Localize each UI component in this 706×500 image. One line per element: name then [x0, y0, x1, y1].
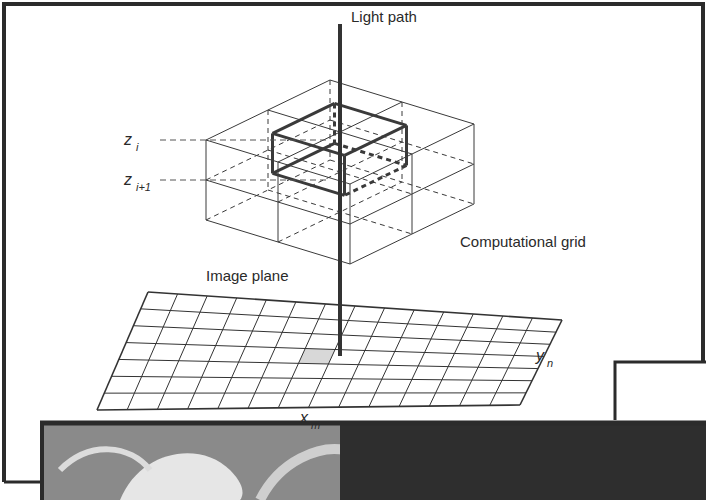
plane-grid-line: [248, 302, 296, 408]
photo-border: [40, 423, 44, 500]
grid-line: [268, 110, 269, 190]
axis-subscript: n: [547, 358, 553, 369]
plane-grid-line: [97, 292, 148, 410]
plane-grid-line: [218, 300, 266, 409]
light-path-ray: [338, 24, 342, 356]
ray-label: Light path: [351, 9, 417, 24]
z-level-line: [160, 180, 330, 181]
photo-border: [40, 421, 706, 426]
frame-border: [4, 4, 703, 482]
plane-grid-line: [157, 296, 207, 409]
axis-subscript: m: [311, 420, 320, 431]
grid-line: [412, 154, 413, 234]
axis-label: z: [124, 132, 132, 148]
axis-label: z: [124, 172, 132, 188]
plane-grid-line: [126, 343, 544, 357]
highlight-cell: [345, 125, 407, 155]
plane-grid-line: [278, 304, 325, 408]
plane-grid-line: [112, 376, 532, 380]
photo-shape: [260, 449, 345, 500]
highlight-cell: [273, 133, 345, 155]
highlight-cell: [271, 133, 274, 173]
photo-dark: [340, 423, 706, 500]
frame: [4, 4, 706, 482]
axis-subscript: i: [136, 142, 138, 153]
plane-grid-line: [520, 320, 562, 405]
axis-subscript: i+1: [136, 182, 151, 193]
photo-strip: [40, 423, 706, 500]
plane-grid-line: [104, 392, 526, 393]
plane-grid-line: [127, 294, 177, 410]
axis-label: x: [300, 410, 308, 426]
highlight-cell: [273, 143, 335, 173]
plane-grid-line: [97, 405, 520, 410]
grid-line: [350, 184, 351, 264]
plane-grid-line: [148, 292, 562, 320]
photo-shape: [60, 449, 150, 470]
frame-inset: [615, 362, 706, 420]
image-plane-grid: [97, 292, 562, 410]
axis-label: y: [536, 348, 544, 364]
highlight-cell: [335, 103, 407, 125]
photo-ground: [40, 423, 706, 500]
highlight-cell: [343, 155, 346, 195]
plane-grid-line: [399, 312, 444, 406]
grid-label: Computational grid: [460, 234, 586, 249]
highlight-cell: [405, 125, 408, 165]
plane-grid-line: [369, 310, 414, 407]
plane-grid-line: [119, 359, 538, 368]
plane-grid-line: [339, 308, 385, 407]
highlight-cell: [273, 173, 345, 195]
grid-line: [474, 124, 475, 204]
plane-label: Image plane: [206, 268, 289, 283]
z-level-line: [160, 140, 330, 141]
plane-grid-line: [188, 298, 237, 409]
plane-grid-line: [429, 314, 473, 406]
plane-grid-line: [309, 306, 356, 408]
frame-corner: [4, 481, 40, 484]
highlight-cell: [273, 103, 335, 133]
highlight-cell: [345, 165, 407, 195]
grid-line: [330, 80, 331, 160]
grid-line: [402, 102, 403, 182]
z-level-lines: [160, 140, 330, 180]
highlight-cell: [333, 103, 336, 143]
